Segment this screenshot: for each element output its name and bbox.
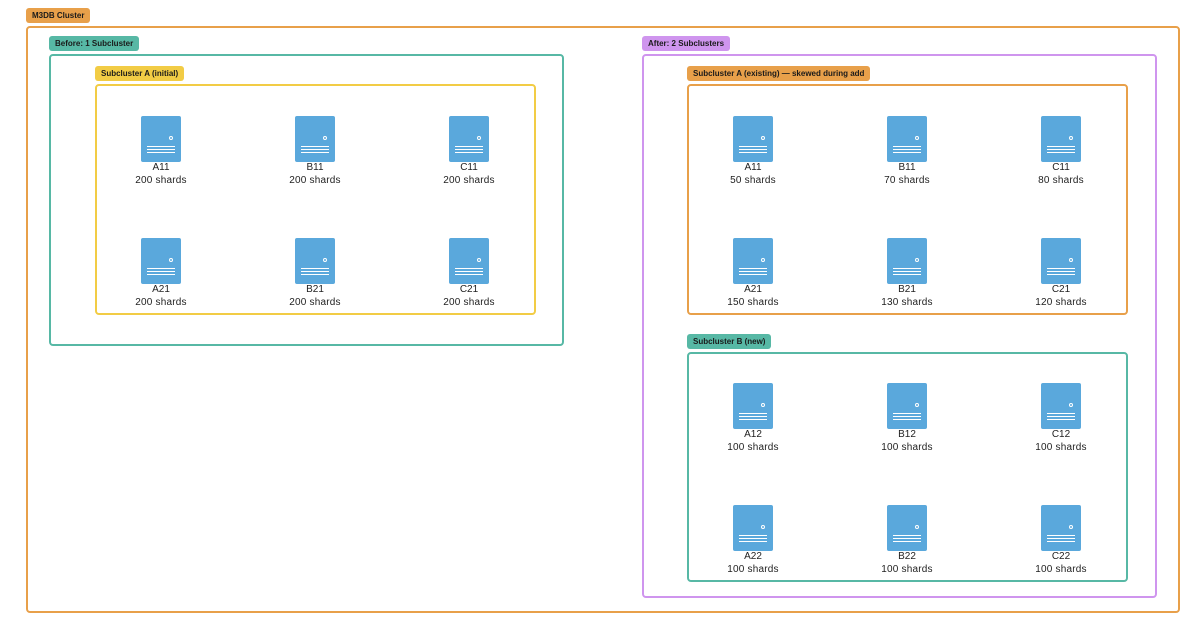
node-b11: B11 70 shards bbox=[847, 116, 967, 188]
node-name: A21 bbox=[152, 284, 170, 295]
node-shard-count: 120 shards bbox=[1035, 297, 1087, 308]
node-b21: B21 130 shards bbox=[847, 238, 967, 310]
node-name: B11 bbox=[306, 162, 324, 173]
node-shard-count: 100 shards bbox=[1035, 442, 1087, 453]
node-c21: C21 200 shards bbox=[409, 238, 529, 310]
node-name: B12 bbox=[898, 429, 916, 440]
node-b12: B12 100 shards bbox=[847, 383, 967, 455]
server-icon bbox=[141, 116, 181, 162]
node-shard-count: 100 shards bbox=[727, 442, 779, 453]
server-icon bbox=[1041, 238, 1081, 284]
server-icon bbox=[141, 238, 181, 284]
before-frame bbox=[49, 54, 564, 346]
node-shard-count: 150 shards bbox=[727, 297, 779, 308]
node-name: B21 bbox=[898, 284, 916, 295]
server-icon bbox=[887, 383, 927, 429]
node-name: C22 bbox=[1051, 551, 1071, 562]
node-shard-count: 200 shards bbox=[443, 175, 495, 186]
node-c11: C11 80 shards bbox=[1001, 116, 1121, 188]
server-icon bbox=[887, 116, 927, 162]
node-shard-count: 200 shards bbox=[289, 297, 341, 308]
node-shard-count: 100 shards bbox=[1035, 564, 1087, 575]
node-name: A22 bbox=[744, 551, 762, 562]
node-b21: B21 200 shards bbox=[255, 238, 375, 310]
node-a22: A22 100 shards bbox=[693, 505, 813, 577]
node-name: A12 bbox=[744, 429, 762, 440]
server-icon bbox=[1041, 505, 1081, 551]
node-shard-count: 100 shards bbox=[727, 564, 779, 575]
server-icon bbox=[1041, 116, 1081, 162]
node-a11: A11 200 shards bbox=[101, 116, 221, 188]
node-name: A11 bbox=[744, 162, 762, 173]
subcluster-a-initial-label: Subcluster A (initial) bbox=[95, 66, 185, 81]
node-shard-count: 100 shards bbox=[881, 564, 933, 575]
server-icon bbox=[295, 238, 335, 284]
node-b22: B22 100 shards bbox=[847, 505, 967, 577]
node-name: B11 bbox=[898, 162, 916, 173]
node-shard-count: 200 shards bbox=[289, 175, 341, 186]
node-name: B22 bbox=[898, 551, 916, 562]
node-name: C12 bbox=[1051, 429, 1071, 440]
node-name: A11 bbox=[152, 162, 170, 173]
server-icon bbox=[887, 505, 927, 551]
server-icon bbox=[733, 505, 773, 551]
node-b11: B11 200 shards bbox=[255, 116, 375, 188]
cluster-frame bbox=[26, 26, 1180, 613]
server-icon bbox=[449, 116, 489, 162]
server-icon bbox=[295, 116, 335, 162]
node-c11: C11 200 shards bbox=[409, 116, 529, 188]
after-frame bbox=[642, 54, 1157, 598]
node-shard-count: 70 shards bbox=[884, 175, 930, 186]
node-name: C11 bbox=[460, 162, 478, 173]
node-a21: A21 200 shards bbox=[101, 238, 221, 310]
node-name: C21 bbox=[459, 284, 479, 295]
server-icon bbox=[449, 238, 489, 284]
node-name: B21 bbox=[306, 284, 324, 295]
server-icon bbox=[1041, 383, 1081, 429]
node-shard-count: 200 shards bbox=[443, 297, 495, 308]
node-name: A21 bbox=[744, 284, 762, 295]
server-icon bbox=[733, 116, 773, 162]
cluster-label: M3DB Cluster bbox=[26, 8, 91, 23]
node-c12: C12 100 shards bbox=[1001, 383, 1121, 455]
server-icon bbox=[733, 383, 773, 429]
node-a21: A21 150 shards bbox=[693, 238, 813, 310]
node-c22: C22 100 shards bbox=[1001, 505, 1121, 577]
node-shard-count: 200 shards bbox=[135, 175, 187, 186]
subcluster-b-frame bbox=[687, 352, 1128, 582]
node-a12: A12 100 shards bbox=[693, 383, 813, 455]
node-shard-count: 100 shards bbox=[881, 442, 933, 453]
node-shard-count: 130 shards bbox=[881, 297, 933, 308]
node-shard-count: 50 shards bbox=[730, 175, 776, 186]
node-shard-count: 200 shards bbox=[135, 297, 187, 308]
node-shard-count: 80 shards bbox=[1038, 175, 1084, 186]
server-icon bbox=[887, 238, 927, 284]
subcluster-b-label: Subcluster B (new) bbox=[687, 334, 772, 349]
node-name: C11 bbox=[1052, 162, 1070, 173]
before-label: Before: 1 Subcluster bbox=[49, 36, 140, 51]
node-a11: A11 50 shards bbox=[693, 116, 813, 188]
subcluster-a-existing-frame bbox=[687, 84, 1128, 315]
subcluster-a-existing-label: Subcluster A (existing) — skewed during … bbox=[687, 66, 871, 81]
server-icon bbox=[733, 238, 773, 284]
node-name: C21 bbox=[1051, 284, 1071, 295]
after-label: After: 2 Subclusters bbox=[642, 36, 731, 51]
subcluster-a-initial-frame bbox=[95, 84, 536, 315]
node-c21: C21 120 shards bbox=[1001, 238, 1121, 310]
